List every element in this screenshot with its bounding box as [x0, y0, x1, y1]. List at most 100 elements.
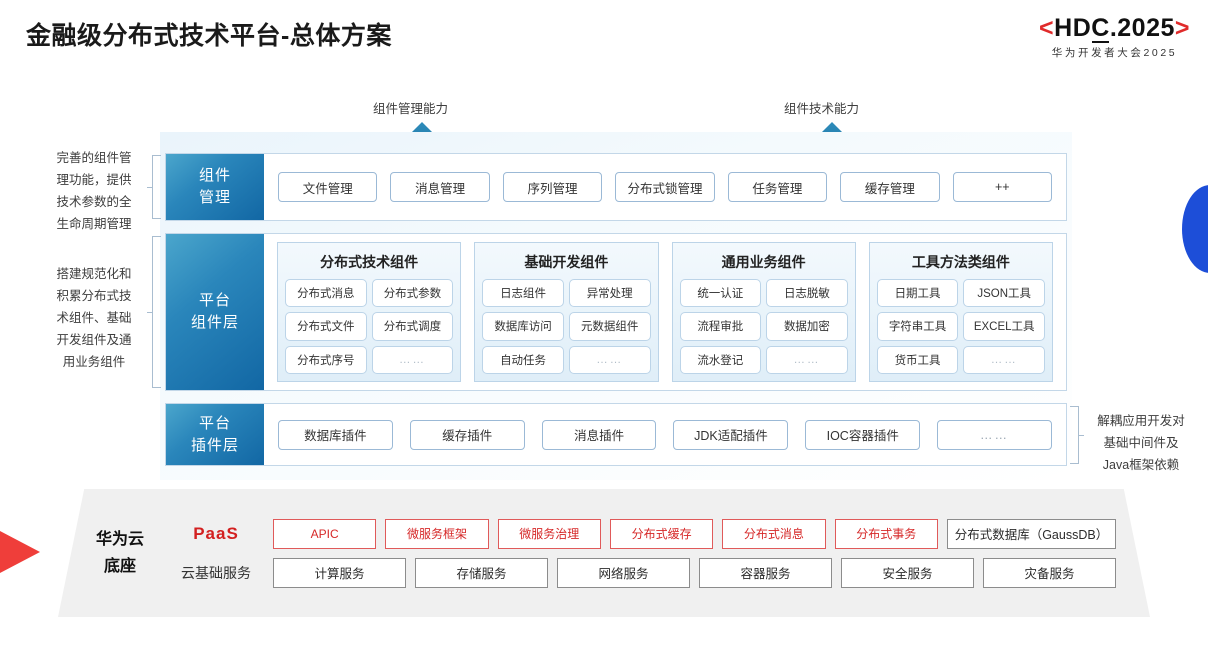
layer-tag-line: 组件 [198, 167, 231, 185]
brace-connector-top [147, 155, 161, 219]
chip-more-plus[interactable]: ++ [952, 172, 1052, 202]
cell-distributed-file[interactable]: 分布式文件 [285, 312, 367, 341]
cell-more[interactable]: …… [568, 345, 651, 374]
side-note-platform-component: 搭建规范化和 积累分布式技 术组件、基础 开发组件及通 用业务组件 [38, 264, 150, 373]
group-title: 工具方法类组件 [911, 254, 1010, 270]
infra-item-container[interactable]: 容器服务 [699, 557, 832, 588]
cell-distributed-message[interactable]: 分布式消息 [285, 279, 367, 308]
brace-connector-middle [147, 236, 161, 388]
group-title: 基础开发组件 [524, 254, 609, 270]
hdc-text-c: C [1091, 14, 1110, 43]
infra-item-security[interactable]: 安全服务 [841, 557, 974, 588]
hdc-logo: <HDC.2025> 华为开发者大会2025 [1039, 16, 1190, 59]
cell-more[interactable]: …… [963, 345, 1045, 374]
chip-task-management[interactable]: 任务管理 [727, 172, 828, 202]
layer-tag-plugin: 平台 插件层 [166, 404, 264, 465]
cell-distributed-schedule[interactable]: 分布式调度 [371, 312, 454, 341]
chip-distributed-lock-management[interactable]: 分布式锁管理 [615, 172, 715, 202]
side-note-line: 术组件、基础 [56, 310, 132, 325]
cell-metadata-component[interactable]: 元数据组件 [568, 312, 651, 341]
arrow-label-left: 组件管理能力 [373, 102, 449, 116]
paas-item-distributed-database[interactable]: 分布式数据库（GaussDB） [946, 518, 1117, 549]
huawei-cloud-base-background [58, 489, 1150, 617]
cell-database-access[interactable]: 数据库访问 [482, 312, 564, 341]
chip-database-plugin[interactable]: 数据库插件 [278, 419, 393, 450]
paas-item-distributed-cache[interactable]: 分布式缓存 [609, 518, 714, 549]
chip-ioc-container-plugin[interactable]: IOC容器插件 [805, 419, 921, 450]
group-grid: 日志组件 异常处理 数据库访问 元数据组件 自动任务 …… [482, 279, 651, 374]
group-distributed-tech: 分布式技术组件 分布式消息 分布式参数 分布式文件 分布式调度 分布式序号 …… [277, 242, 462, 382]
layer-body-component-management: 文件管理 消息管理 序列管理 分布式锁管理 任务管理 缓存管理 ++ [264, 154, 1066, 220]
group-grid: 分布式消息 分布式参数 分布式文件 分布式调度 分布式序号 …… [285, 279, 454, 374]
base-title: 华为云 底座 [72, 526, 168, 580]
cell-more[interactable]: …… [371, 345, 454, 374]
layer-tag-line: 平台 [198, 414, 231, 432]
infra-item-storage[interactable]: 存储服务 [415, 557, 548, 588]
cell-string-tool[interactable]: 字符串工具 [876, 312, 959, 341]
paas-item-microservice-governance[interactable]: 微服务治理 [497, 518, 601, 549]
layer-tag-line: 管理 [198, 189, 231, 206]
hdc-logo-main: <HDC.2025> [1039, 14, 1190, 43]
blue-circle-decoration [1182, 185, 1208, 273]
layer-body-plugin: 数据库插件 缓存插件 消息插件 JDK适配插件 IOC容器插件 …… [264, 404, 1066, 465]
chip-jdk-adapter-plugin[interactable]: JDK适配插件 [673, 419, 789, 450]
paas-item-distributed-message[interactable]: 分布式消息 [722, 518, 826, 549]
group-title: 分布式技术组件 [320, 254, 419, 270]
layer-row-component-management: 组件 管理 文件管理 消息管理 序列管理 分布式锁管理 任务管理 缓存管理 ++ [165, 153, 1067, 221]
hdc-logo-subtitle: 华为开发者大会2025 [1051, 47, 1178, 59]
side-note-line: 积累分布式技 [56, 288, 132, 303]
cell-date-tool[interactable]: 日期工具 [876, 279, 959, 308]
paas-item-apic[interactable]: APIC [273, 518, 377, 549]
infra-label: 云基础服务 [181, 564, 251, 581]
chip-more[interactable]: …… [937, 419, 1052, 450]
layer-row-platform-component: 平台 组件层 分布式技术组件 分布式消息 分布式参数 分布式文件 分布式调度 分… [165, 233, 1067, 391]
base-title-line: 华为云 [95, 530, 144, 548]
layer-tag-line: 插件层 [190, 436, 239, 454]
infra-item-disaster-recovery[interactable]: 灾备服务 [983, 557, 1116, 588]
infra-item-network[interactable]: 网络服务 [557, 557, 690, 588]
side-note-line: 用业务组件 [62, 354, 126, 369]
chip-message-management[interactable]: 消息管理 [390, 172, 490, 202]
layer-tag-line: 组件层 [190, 314, 239, 331]
side-note-line: 理功能，提供 [56, 172, 132, 187]
cell-distributed-sequence[interactable]: 分布式序号 [285, 345, 367, 374]
side-note-line: 搭建规范化和 [56, 267, 132, 281]
cell-distributed-param[interactable]: 分布式参数 [371, 279, 454, 308]
side-note-line: 生命周期管理 [56, 216, 132, 231]
chip-cache-management[interactable]: 缓存管理 [840, 172, 940, 202]
huawei-cloud-base: 华为云 底座 PaaS APIC 微服务框架 微服务治理 分布式缓存 分布式消息… [58, 489, 1150, 617]
paas-item-microservice-framework[interactable]: 微服务框架 [385, 518, 489, 549]
cell-data-encryption[interactable]: 数据加密 [766, 312, 848, 341]
side-note-line: 基础中间件及 [1103, 435, 1179, 450]
cell-unified-auth[interactable]: 统一认证 [679, 279, 762, 308]
chip-sequence-management[interactable]: 序列管理 [502, 172, 603, 202]
cell-exception-handling[interactable]: 异常处理 [568, 279, 651, 308]
page-title: 金融级分布式技术平台-总体方案 [26, 22, 392, 50]
side-note-plugin-layer: 解耦应用开发对 基础中间件及 Java框架依赖 [1078, 411, 1204, 477]
side-note-line: 完善的组件管 [56, 151, 132, 165]
layer-row-plugin: 平台 插件层 数据库插件 缓存插件 消息插件 JDK适配插件 IOC容器插件 …… [165, 403, 1067, 466]
cell-excel-tool[interactable]: EXCEL工具 [963, 312, 1045, 341]
hdc-text-before: HD [1054, 14, 1092, 42]
side-note-line: 开发组件及通 [56, 332, 132, 347]
group-tool-method: 工具方法类组件 日期工具 JSON工具 字符串工具 EXCEL工具 货币工具 …… [868, 242, 1053, 382]
cell-transaction-record[interactable]: 流水登记 [679, 345, 762, 374]
infra-item-compute[interactable]: 计算服务 [273, 557, 406, 588]
bracket-left-icon: < [1039, 14, 1055, 42]
paas-item-distributed-transaction[interactable]: 分布式事务 [834, 518, 938, 549]
cell-log-component[interactable]: 日志组件 [482, 279, 564, 308]
cell-more[interactable]: …… [766, 345, 848, 374]
cell-process-approval[interactable]: 流程审批 [679, 312, 762, 341]
chip-cache-plugin[interactable]: 缓存插件 [409, 419, 525, 450]
group-title: 通用业务组件 [721, 254, 806, 270]
side-note-line: 解耦应用开发对 [1097, 414, 1185, 428]
cell-log-desensitize[interactable]: 日志脱敏 [766, 279, 848, 308]
chip-file-management[interactable]: 文件管理 [278, 172, 378, 202]
cell-auto-task[interactable]: 自动任务 [482, 345, 564, 374]
chip-message-plugin[interactable]: 消息插件 [541, 419, 657, 450]
group-grid: 统一认证 日志脱敏 流程审批 数据加密 流水登记 …… [679, 279, 848, 374]
cell-currency-tool[interactable]: 货币工具 [876, 345, 959, 374]
base-rows: PaaS APIC 微服务框架 微服务治理 分布式缓存 分布式消息 分布式事务 … [168, 518, 1150, 588]
hdc-text-after: .2025 [1109, 14, 1175, 42]
cell-json-tool[interactable]: JSON工具 [963, 279, 1045, 308]
